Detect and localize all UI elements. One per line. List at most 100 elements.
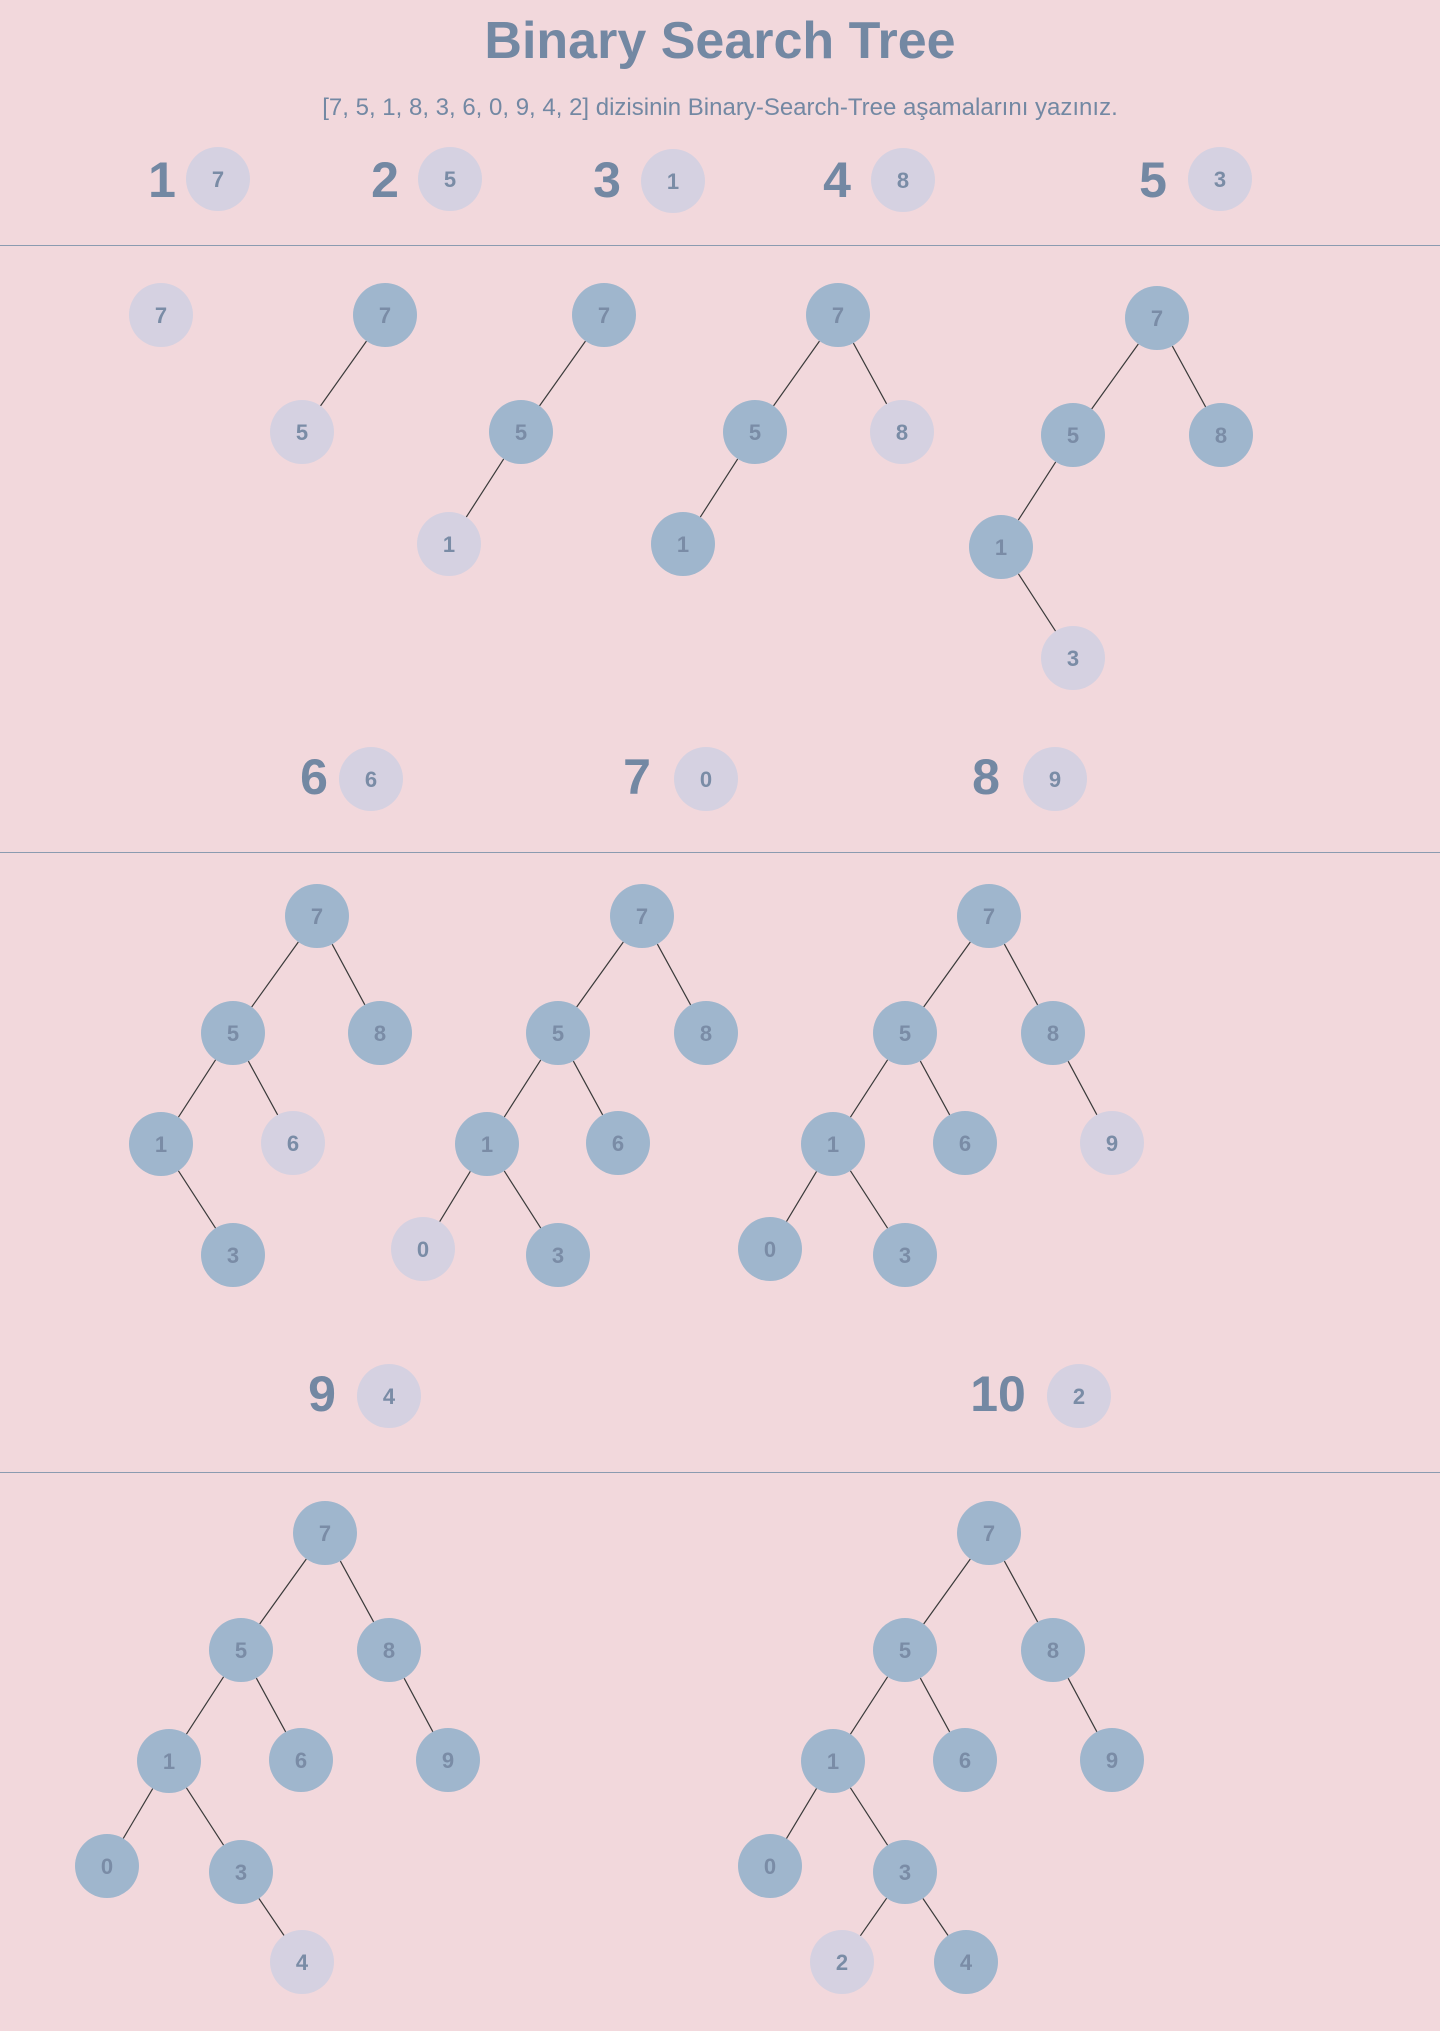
node-circle	[293, 1501, 357, 1565]
node-value: 5	[899, 1638, 911, 1663]
tree-edge	[1003, 943, 1039, 1006]
node-value: 3	[899, 1860, 911, 1885]
node-value: 4	[383, 1384, 396, 1409]
tree-node: 8	[348, 1001, 412, 1065]
node-circle	[1041, 626, 1105, 690]
node-circle	[1080, 1728, 1144, 1792]
node-value: 1	[443, 532, 455, 557]
tree-node: 3	[526, 1223, 590, 1287]
page-title: Binary Search Tree	[484, 12, 956, 70]
tree-edge	[1017, 573, 1057, 632]
node-value: 5	[899, 1021, 911, 1046]
tree-edge	[177, 1059, 217, 1118]
node-value: 3	[227, 1243, 239, 1268]
node-circle	[270, 1930, 334, 1994]
node-circle	[586, 1111, 650, 1175]
tree-edge	[923, 1558, 971, 1625]
tree-node: 0	[738, 1834, 802, 1898]
node-value: 1	[995, 535, 1007, 560]
tree-node: 5	[201, 1001, 265, 1065]
tree-edge	[255, 1677, 287, 1733]
tree-edge	[922, 1898, 949, 1936]
node-circle	[1023, 747, 1087, 811]
node-value: 1	[667, 169, 679, 194]
node-value: 7	[983, 1521, 995, 1546]
tree-edge	[259, 1558, 307, 1625]
node-circle	[674, 747, 738, 811]
node-circle	[873, 1223, 937, 1287]
node-circle	[270, 400, 334, 464]
node-circle	[137, 1729, 201, 1793]
step-number: 4	[823, 152, 851, 208]
tree-edge	[572, 1060, 604, 1116]
tree-edge	[1171, 345, 1207, 408]
tree-node: 7	[572, 283, 636, 347]
tree-edge	[859, 1897, 888, 1937]
tree-edges	[785, 941, 1098, 1229]
tree-node: 9	[416, 1728, 480, 1792]
tree-edge	[251, 941, 299, 1008]
insert-node: 9	[1023, 747, 1087, 811]
tree-node: 7	[353, 283, 417, 347]
tree-node: 7	[610, 884, 674, 948]
node-value: 6	[612, 1131, 624, 1156]
node-value: 0	[101, 1854, 113, 1879]
node-value: 1	[827, 1132, 839, 1157]
node-value: 7	[636, 904, 648, 929]
tree-edge	[339, 1560, 375, 1623]
node-circle	[357, 1618, 421, 1682]
node-circle	[957, 884, 1021, 948]
tree-edge	[331, 943, 366, 1006]
tree-edge	[539, 340, 586, 407]
node-circle	[1189, 403, 1253, 467]
tree-node: 8	[674, 1001, 738, 1065]
node-circle	[209, 1618, 273, 1682]
tree-node: 5	[489, 400, 553, 464]
node-value: 3	[899, 1243, 911, 1268]
node-circle	[1021, 1001, 1085, 1065]
tree-edge	[320, 340, 367, 407]
tree-node: 3	[201, 1223, 265, 1287]
step-number: 2	[371, 152, 399, 208]
node-circle	[933, 1111, 997, 1175]
tree-edge	[247, 1060, 279, 1116]
node-value: 2	[836, 1950, 848, 1975]
tree-node: 1	[651, 512, 715, 576]
node-circle	[1125, 286, 1189, 350]
insert-node: 7	[186, 147, 250, 211]
tree-edge	[1067, 1677, 1098, 1733]
node-circle	[934, 1930, 998, 1994]
tree-node: 5	[873, 1001, 937, 1065]
tree-edge	[122, 1788, 154, 1839]
node-value: 7	[212, 167, 224, 192]
node-circle	[873, 1618, 937, 1682]
tree-node: 8	[1021, 1001, 1085, 1065]
insert-node: 0	[674, 747, 738, 811]
node-circle	[873, 1001, 937, 1065]
tree-edge	[849, 1059, 889, 1118]
node-circle	[674, 1001, 738, 1065]
tree-edge	[849, 1787, 889, 1846]
node-value: 5	[227, 1021, 239, 1046]
tree-edge	[849, 1676, 889, 1735]
node-circle	[806, 283, 870, 347]
tree-edge	[439, 1171, 471, 1222]
node-value: 6	[295, 1748, 307, 1773]
node-circle	[738, 1217, 802, 1281]
insert-node: 1	[641, 149, 705, 213]
node-value: 8	[1047, 1021, 1059, 1046]
tree-edge	[849, 1170, 889, 1229]
tree-node: 0	[738, 1217, 802, 1281]
node-value: 9	[442, 1748, 454, 1773]
tree-node: 7	[957, 1501, 1021, 1565]
node-circle	[641, 149, 705, 213]
node-value: 7	[983, 904, 995, 929]
node-circle	[572, 283, 636, 347]
tree-node: 6	[933, 1728, 997, 1792]
tree-edges	[177, 941, 366, 1229]
tree-node: 8	[870, 400, 934, 464]
